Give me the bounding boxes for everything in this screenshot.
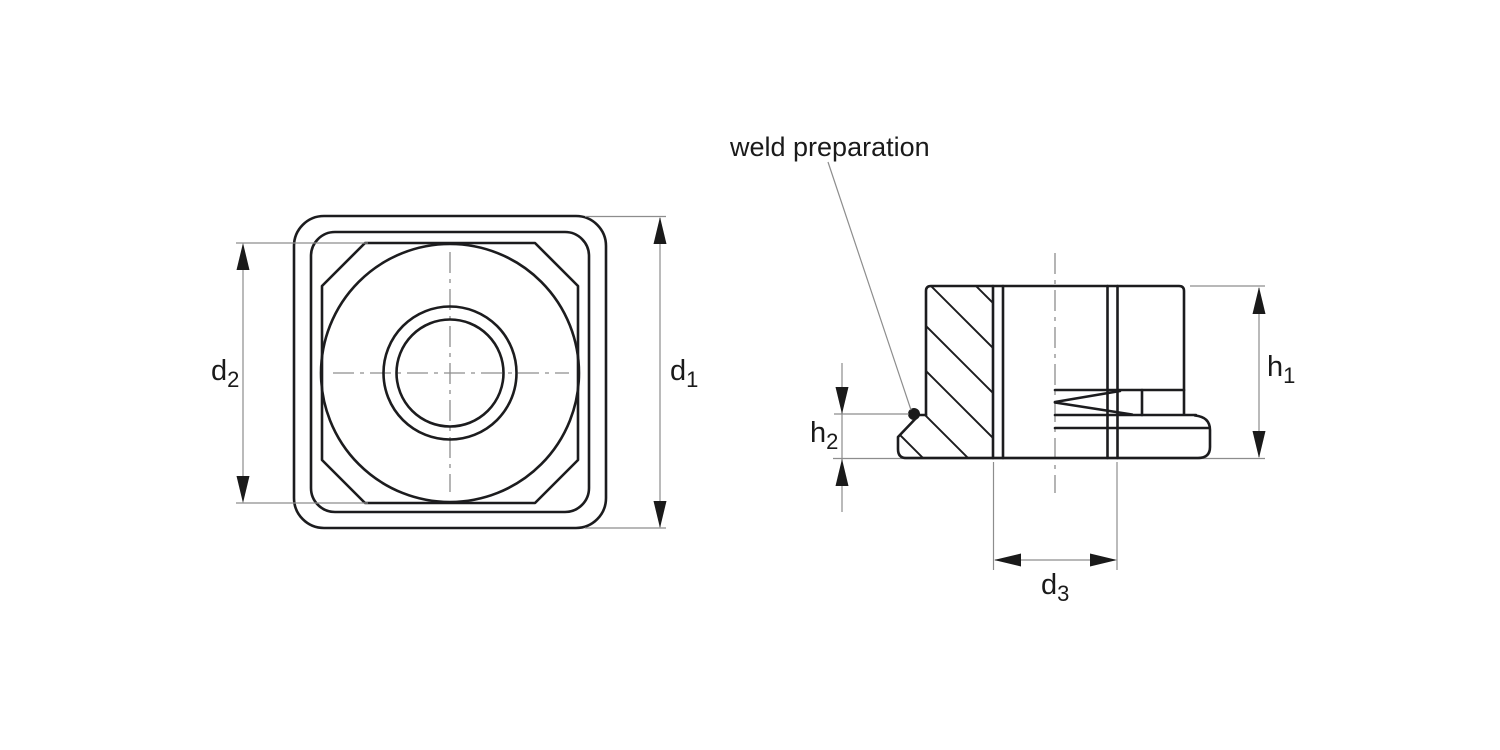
dimension-d3: d3 <box>992 462 1118 606</box>
h1-arrow-up <box>1252 287 1266 314</box>
d2-arrow-up <box>236 243 250 270</box>
top-view <box>292 214 608 530</box>
side-view <box>833 253 1265 493</box>
inner-square-outline <box>309 230 591 514</box>
h1-label: h1 <box>1267 351 1295 388</box>
d1-arrow-up <box>653 217 667 244</box>
weld-preparation-annotation: weld preparation <box>729 132 930 411</box>
d3-arrow-right <box>1090 553 1117 567</box>
hole-circle <box>395 318 505 428</box>
weld-preparation-dot <box>908 408 920 420</box>
d2-arrow-down <box>236 476 250 503</box>
dimension-h2: h2 <box>810 363 909 512</box>
d1-arrow-down <box>653 501 667 528</box>
d2-label: d2 <box>211 355 239 392</box>
dimension-d1: d1 <box>585 215 698 529</box>
h2-label: h2 <box>810 417 838 454</box>
flange-outline <box>896 413 1212 460</box>
thread-runout-lower <box>1053 401 1134 416</box>
body-outline <box>924 284 1186 417</box>
chamfered-body-octagon <box>320 241 580 505</box>
section-hatching <box>898 286 993 458</box>
thread-runout-upper <box>1053 389 1122 404</box>
d1-label: d1 <box>670 355 698 392</box>
boss-circle <box>319 242 581 504</box>
weld-preparation-leader-line <box>827 161 912 411</box>
h2-arrow-up <box>835 459 849 486</box>
outer-square-outline <box>292 214 608 530</box>
d3-arrow-left <box>994 553 1021 567</box>
h2-arrow-down <box>835 387 849 414</box>
d3-label: d3 <box>1041 569 1069 606</box>
h1-arrow-down <box>1252 431 1266 458</box>
dimension-h1: h1 <box>1190 285 1295 458</box>
dimension-d2: d2 <box>211 242 368 504</box>
thread-circle <box>382 305 518 441</box>
weld-preparation-label: weld preparation <box>729 132 930 162</box>
